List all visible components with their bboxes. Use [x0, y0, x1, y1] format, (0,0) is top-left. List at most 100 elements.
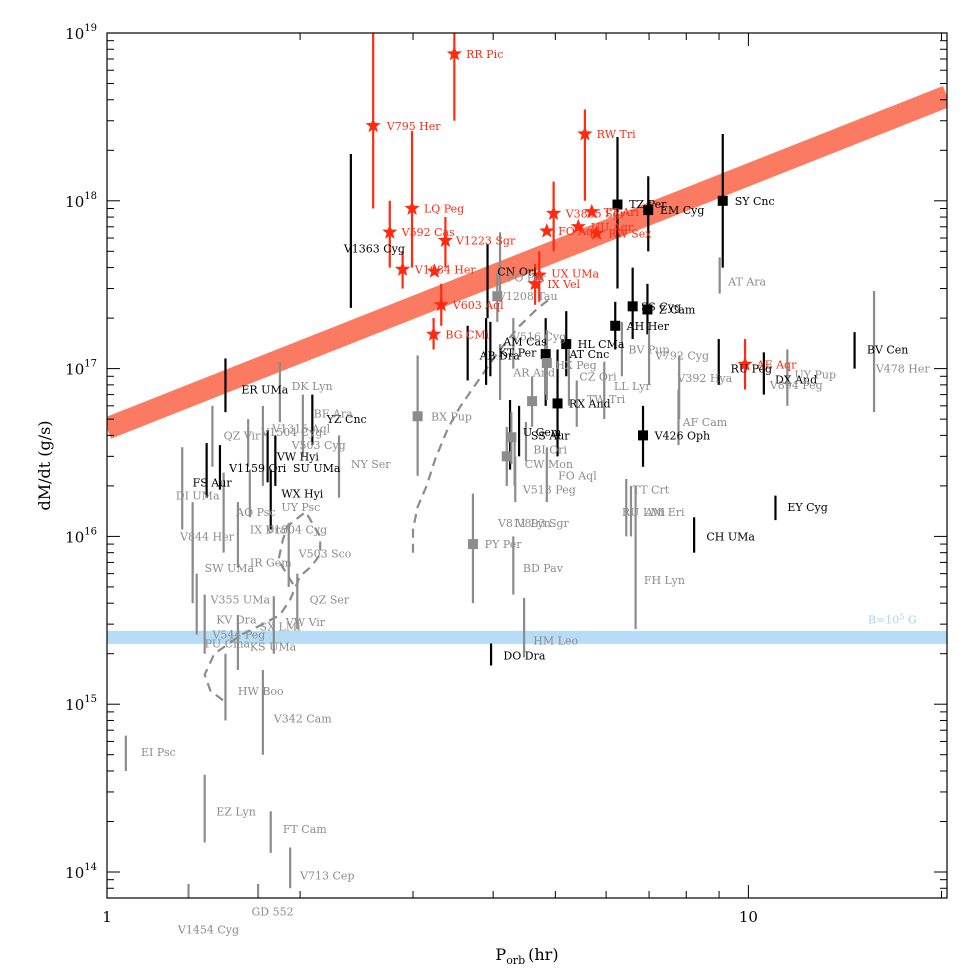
point-label: V844 Her: [179, 530, 235, 543]
point-label: YZ Cnc: [326, 413, 367, 426]
square-marker-3-6: [492, 291, 503, 302]
point-label: LQ Peg: [424, 202, 464, 215]
point-label: CZ Ori: [579, 370, 617, 383]
point-label: RU Peg: [731, 363, 773, 376]
y-tick-label: 1018: [65, 191, 97, 211]
point-label: TT Crt: [633, 484, 670, 497]
point-label: EZ Lyn: [216, 805, 256, 818]
point-label: AM Eri: [644, 506, 685, 519]
point-label: V713 Cep: [299, 870, 354, 883]
star-marker-0-9: [426, 326, 442, 341]
square-marker-3-0: [412, 411, 423, 422]
point-label: BF Ara: [314, 408, 353, 421]
point-label: FO Per: [507, 271, 547, 284]
y-tick-label: 1016: [65, 526, 97, 546]
point-label: IX Vel: [547, 278, 580, 291]
point-label: GD 552: [252, 906, 294, 919]
point-label: V1084 Her: [414, 263, 477, 276]
square-marker-1-8: [552, 398, 563, 409]
square-marker-1-1: [643, 205, 654, 216]
point-label: ER UMa: [241, 384, 288, 397]
point-label: V592 Cas: [401, 226, 455, 239]
point-label: FO Aqr: [558, 225, 599, 238]
reference-bands: [107, 85, 947, 644]
y-axis-title: dM/dt (g/s): [35, 420, 54, 510]
magnetic-field-label: B=105 G: [868, 612, 917, 626]
point-label: U Gem: [523, 426, 562, 439]
point-label: DX And: [775, 374, 817, 387]
star-marker-0-3: [404, 200, 420, 215]
star-marker-0-17: [737, 356, 753, 371]
square-marker-3-1: [467, 539, 478, 550]
point-label: V795 Her: [386, 120, 442, 133]
point-label: VW Hyi: [276, 450, 320, 463]
point-label: V426 Oph: [654, 429, 711, 442]
x-axis-title: Porb(hr): [495, 945, 558, 967]
point-label: V894 Peg: [769, 379, 823, 392]
point-label: EM Cyg: [660, 204, 704, 217]
point-label: AB Dra: [479, 349, 521, 362]
y-tick-base: 10: [65, 528, 84, 546]
point-label: FT Cam: [283, 823, 327, 836]
y-tick-label: 1017: [65, 359, 97, 379]
square-marker-1-7: [540, 349, 551, 360]
point-label: V1363 Cyg: [343, 242, 405, 255]
star-marker-0-13: [570, 218, 586, 234]
point-label: RX And: [569, 397, 611, 410]
point-label: AR And: [512, 366, 555, 379]
point-label: NY Ser: [351, 458, 391, 471]
data-markers: [365, 46, 753, 550]
point-label: TZ Per: [629, 198, 667, 211]
square-marker-3-3: [506, 432, 517, 443]
y-tick-base: 10: [65, 361, 84, 379]
boundary-left-dashed: [203, 510, 322, 702]
point-label: SX LMi: [260, 621, 301, 634]
star-marker-0-8: [433, 296, 449, 312]
point-label: AH Her: [626, 320, 670, 333]
point-label: UY Psc: [281, 501, 320, 514]
point-label: TW Tri: [587, 393, 626, 406]
point-label: HM Leo: [533, 634, 578, 647]
star-marker-0-5: [437, 232, 453, 247]
star-marker-0-15: [589, 225, 605, 240]
y-tick-base: 10: [65, 696, 84, 714]
y-tick-exponent: 19: [84, 23, 97, 34]
point-label: V811 Lyn: [497, 517, 551, 530]
y-tick-label: 1019: [65, 23, 97, 43]
point-label: UY Pup: [795, 369, 837, 382]
star-marker-0-16: [539, 223, 555, 238]
square-marker-3-5: [541, 357, 552, 368]
point-label: CH UMa: [706, 530, 755, 543]
point-label: V1223 Sgr: [455, 234, 516, 247]
square-marker-1-5: [610, 320, 621, 331]
point-label: EI Psc: [141, 746, 176, 759]
point-label: HL CMa: [578, 338, 625, 351]
y-tick-exponent: 18: [84, 191, 97, 202]
star-marker-0-11: [527, 275, 543, 291]
point-label: FH Lyn: [644, 574, 685, 587]
point-label: V1159 Ori: [228, 462, 287, 475]
y-tick-base: 10: [65, 864, 84, 882]
point-label: V1454 Cyg: [177, 923, 239, 936]
point-label: FS Aur: [193, 476, 233, 489]
point-label: PY Per: [485, 538, 523, 551]
point-label: DK Lyn: [292, 380, 333, 393]
point-label: AE Aqr: [756, 358, 797, 371]
point-label: HW Boo: [238, 685, 284, 698]
y-tick-exponent: 17: [84, 359, 97, 370]
point-label: AM Cas: [502, 336, 547, 349]
y-tick-base: 10: [65, 25, 84, 43]
point-label: DI UMa: [176, 490, 220, 503]
point-label: V503 Cyg: [291, 439, 346, 452]
star-marker-0-1: [365, 117, 381, 133]
point-label: UX UMa: [551, 267, 599, 280]
y-tick-exponent: 14: [84, 862, 97, 873]
point-label: IX Dra: [250, 523, 287, 536]
point-label: BX Pup: [431, 410, 472, 423]
point-label: V1208 Tau: [497, 290, 558, 303]
point-label: RW Tri: [597, 128, 636, 141]
field-label-exponent: 5: [899, 612, 904, 621]
